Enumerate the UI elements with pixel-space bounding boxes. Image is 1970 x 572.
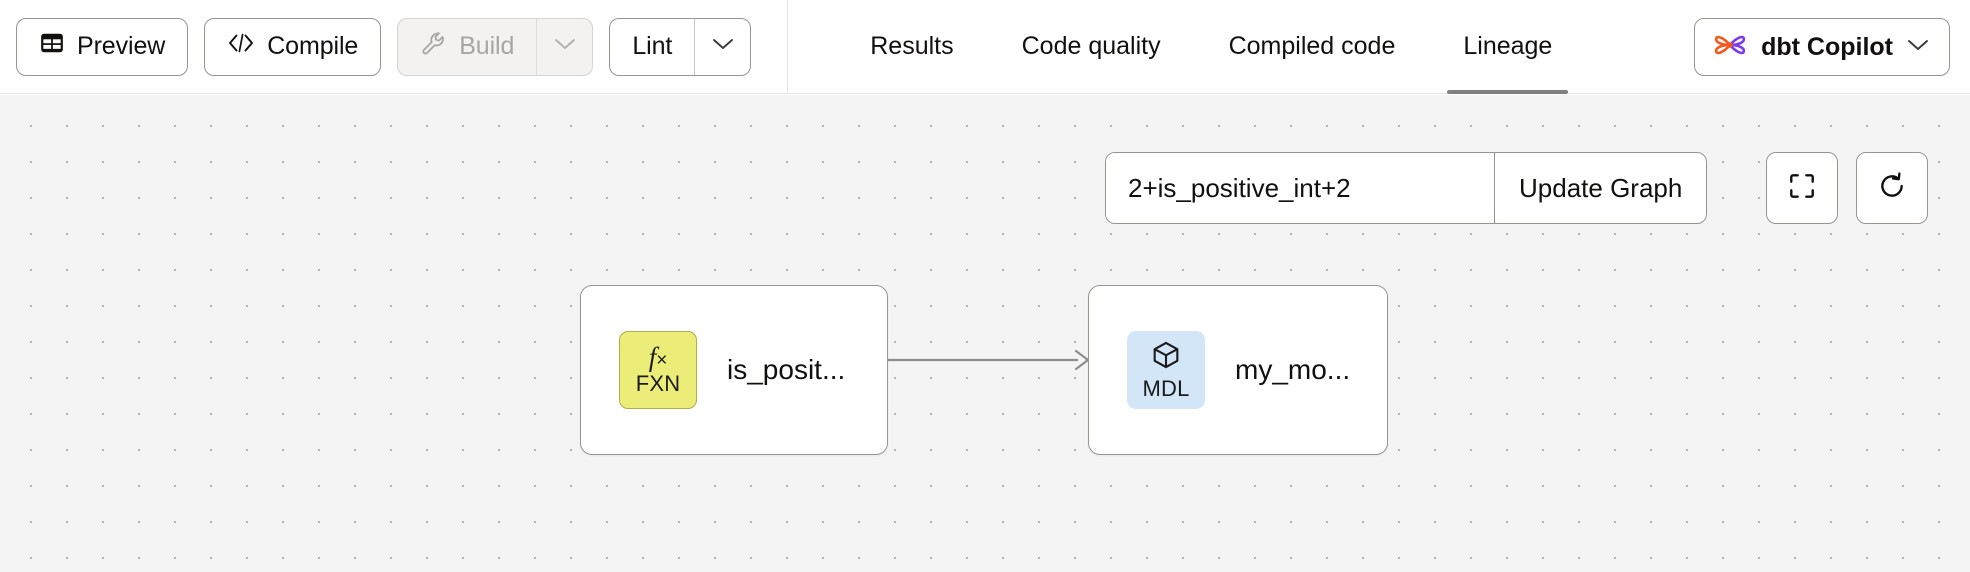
tab-lineage-label: Lineage <box>1463 32 1553 60</box>
tab-results[interactable]: Results <box>836 0 987 94</box>
fullscreen-icon <box>1787 171 1817 206</box>
lineage-node-is-positive-int[interactable]: f× FXN is_posit... <box>580 285 888 455</box>
preview-button-label: Preview <box>77 32 166 60</box>
refresh-icon <box>1877 171 1907 206</box>
dbt-copilot-atom-icon <box>1713 29 1747 66</box>
compile-button[interactable]: Compile <box>204 17 382 76</box>
action-button-group: Preview Compile <box>0 0 752 94</box>
tab-lineage[interactable]: Lineage <box>1429 0 1586 94</box>
code-brackets-icon <box>227 32 255 61</box>
badge-type-label: FXN <box>635 370 681 396</box>
chevron-down-icon <box>554 37 576 56</box>
lineage-node-label: is_posit... <box>727 354 846 385</box>
graph-control-bar: Update Graph <box>1105 152 1708 224</box>
lint-button[interactable]: Lint <box>610 19 694 75</box>
update-graph-button[interactable]: Update Graph <box>1494 153 1706 223</box>
lint-dropdown-toggle[interactable] <box>694 18 750 75</box>
cube-glyph <box>1150 339 1182 376</box>
tab-compiled-code[interactable]: Compiled code <box>1195 0 1430 94</box>
build-button: Build <box>398 19 536 75</box>
lineage-node-label: my_mo... <box>1235 354 1351 385</box>
wrench-icon <box>420 30 447 64</box>
build-split-button: Build <box>397 17 594 76</box>
cube-model-icon: MDL <box>1127 331 1205 409</box>
tab-results-label: Results <box>870 32 954 60</box>
tab-underline <box>1006 90 1177 94</box>
dbt-copilot-button[interactable]: dbt Copilot <box>1694 18 1950 76</box>
chevron-down-icon <box>712 37 734 56</box>
tab-code-quality-label: Code quality <box>1021 32 1161 60</box>
tab-underline <box>1213 90 1412 94</box>
tab-compiled-code-label: Compiled code <box>1228 32 1396 60</box>
tab-bar: Results Code quality Compiled code Linea… <box>836 0 1586 94</box>
badge-type-label: MDL <box>1142 375 1190 401</box>
lint-split-button[interactable]: Lint <box>609 17 752 76</box>
tab-underline-active <box>1447 89 1569 94</box>
fullscreen-button[interactable] <box>1766 152 1838 224</box>
lineage-node-my-model[interactable]: MDL my_mo... <box>1088 285 1388 455</box>
toolbar-divider <box>787 0 789 94</box>
preview-button[interactable]: Preview <box>16 17 189 76</box>
top-toolbar: Preview Compile <box>0 0 1970 94</box>
dbt-copilot-label: dbt Copilot <box>1761 32 1893 61</box>
table-grid-icon <box>39 30 65 63</box>
badge-top-label: f× <box>648 341 668 372</box>
node-selector-input[interactable] <box>1106 153 1494 223</box>
tab-code-quality[interactable]: Code quality <box>988 0 1195 94</box>
refresh-button[interactable] <box>1856 152 1928 224</box>
function-fx-icon: f× FXN <box>619 331 697 409</box>
build-button-label: Build <box>459 32 515 60</box>
tab-underline <box>854 90 969 94</box>
chevron-down-icon <box>1907 38 1929 57</box>
compile-button-label: Compile <box>267 32 359 60</box>
lint-button-label: Lint <box>632 32 673 60</box>
lineage-edge <box>880 349 1090 371</box>
build-dropdown-toggle <box>536 18 592 75</box>
lineage-canvas[interactable]: Update Graph <box>0 95 1970 572</box>
